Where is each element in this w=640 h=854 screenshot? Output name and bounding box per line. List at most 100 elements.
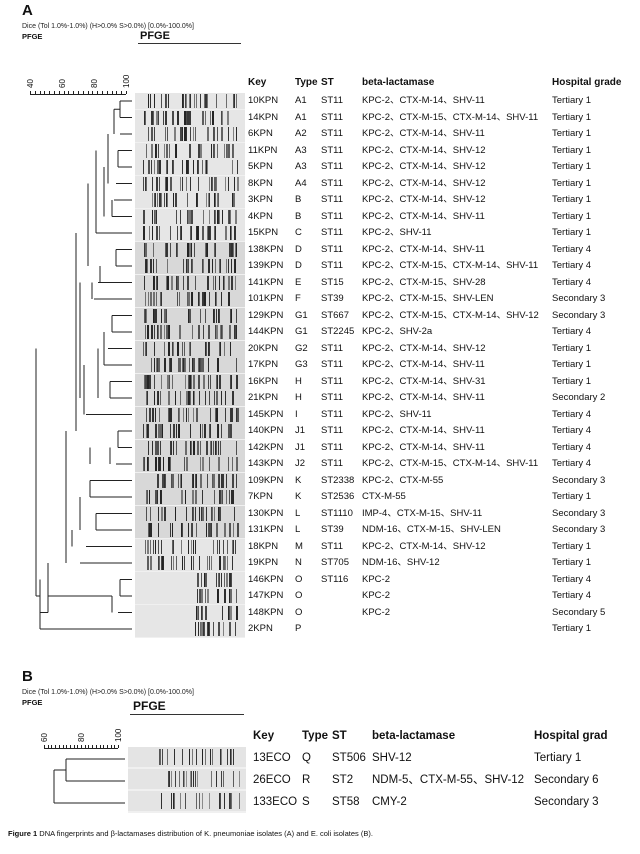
gel-band <box>217 143 219 158</box>
row-key: 3KPN <box>248 194 273 205</box>
gel-band <box>182 127 184 141</box>
gel-band <box>157 523 159 537</box>
gel-band <box>146 539 149 554</box>
gel-band <box>154 209 157 224</box>
row-type: L <box>295 507 301 519</box>
gel-band <box>151 143 154 158</box>
row-hospital-grade: Tertiary 1 <box>552 540 592 552</box>
gel-band <box>220 259 222 273</box>
gel-band <box>231 391 234 405</box>
gel-band <box>165 143 168 158</box>
gel-band <box>175 242 178 257</box>
panel-a-settings: Dice (Tol 1.0%-1.0%) (H>0.0% S>0.0%) [0.… <box>22 23 194 30</box>
row-type: A1 <box>295 95 307 106</box>
gel-lane <box>135 192 245 208</box>
gel-band <box>154 127 156 141</box>
gel-band <box>202 749 204 765</box>
gel-band <box>213 143 215 158</box>
row-b-hospital-grade: Tertiary 1 <box>534 752 582 764</box>
row-hospital-grade: Tertiary 1 <box>552 491 592 502</box>
gel-band <box>161 374 163 389</box>
gel-band <box>163 143 165 158</box>
gel-band <box>233 749 235 765</box>
row-type: G2 <box>295 342 308 354</box>
gel-band <box>179 473 181 488</box>
row-type: G1 <box>295 309 308 321</box>
gel-band <box>145 341 147 356</box>
gel-band <box>171 473 174 488</box>
gel-band <box>236 407 239 422</box>
gel-band <box>154 358 156 372</box>
gel-band <box>195 490 198 504</box>
gel-lane <box>128 791 246 811</box>
gel-band <box>190 424 192 438</box>
gel-band <box>222 771 224 787</box>
gel-lane <box>128 747 246 767</box>
scale-minor-tick <box>88 745 90 748</box>
gel-band <box>202 793 204 809</box>
gel-band <box>212 110 214 125</box>
gel-band <box>212 506 214 521</box>
gel-band <box>145 110 147 125</box>
gel-band <box>174 143 176 158</box>
row-hospital-grade: Tertiary 1 <box>552 128 592 139</box>
scale-minor-tick <box>62 745 64 748</box>
gel-band <box>198 589 200 603</box>
gel-band <box>154 490 157 504</box>
gel-band <box>168 341 171 356</box>
scale-minor-tick <box>73 91 75 94</box>
gel-band <box>217 193 219 207</box>
gel-band <box>221 127 224 141</box>
gel-band <box>211 556 213 570</box>
gel-band <box>192 358 195 372</box>
gel-band <box>216 539 218 554</box>
row-type: L <box>295 524 301 535</box>
gel-band <box>231 572 233 587</box>
gel-band <box>171 110 174 125</box>
gel-band <box>192 391 194 405</box>
row-type: D <box>295 260 302 271</box>
gel-lane <box>135 93 245 109</box>
gel-band <box>236 127 238 141</box>
gel-band <box>211 176 214 191</box>
gel-band <box>222 605 224 620</box>
gel-band <box>232 94 234 108</box>
gel-band <box>180 209 182 224</box>
gel-band <box>172 539 174 554</box>
header-beta-lactamase: beta-lactamase <box>362 77 435 88</box>
gel-band <box>155 176 158 191</box>
gel-band <box>183 457 185 471</box>
gel-band <box>194 242 196 257</box>
gel-band <box>174 793 176 809</box>
gel-band <box>200 143 202 158</box>
gel-band <box>175 556 177 570</box>
gel-band <box>202 589 204 603</box>
gel-band <box>215 94 217 108</box>
gel-band <box>233 127 235 141</box>
gel-band <box>164 506 167 521</box>
gel-band <box>213 127 215 141</box>
gel-band <box>188 242 191 257</box>
gel-band <box>204 572 206 587</box>
gel-band <box>218 506 220 521</box>
gel-band <box>155 110 158 125</box>
row-type: A4 <box>295 177 307 189</box>
gel-band <box>145 539 147 554</box>
row-hospital-grade: Tertiary 4 <box>552 408 592 420</box>
gel-band <box>160 793 162 809</box>
gel-band <box>165 94 167 108</box>
gel-band <box>143 176 145 191</box>
gel-band <box>207 193 209 207</box>
gel-band <box>168 374 170 389</box>
scale-minor-tick <box>106 745 108 748</box>
gel-lane <box>135 621 245 637</box>
gel-band <box>228 127 230 141</box>
gel-band <box>151 407 154 422</box>
gel-band <box>209 209 211 224</box>
gel-band <box>202 160 204 174</box>
gel-lane <box>135 505 245 522</box>
row-type: J1 <box>295 441 306 453</box>
gel-band <box>179 127 182 141</box>
row-st: ST11 <box>321 144 344 156</box>
gel-band <box>218 259 220 273</box>
